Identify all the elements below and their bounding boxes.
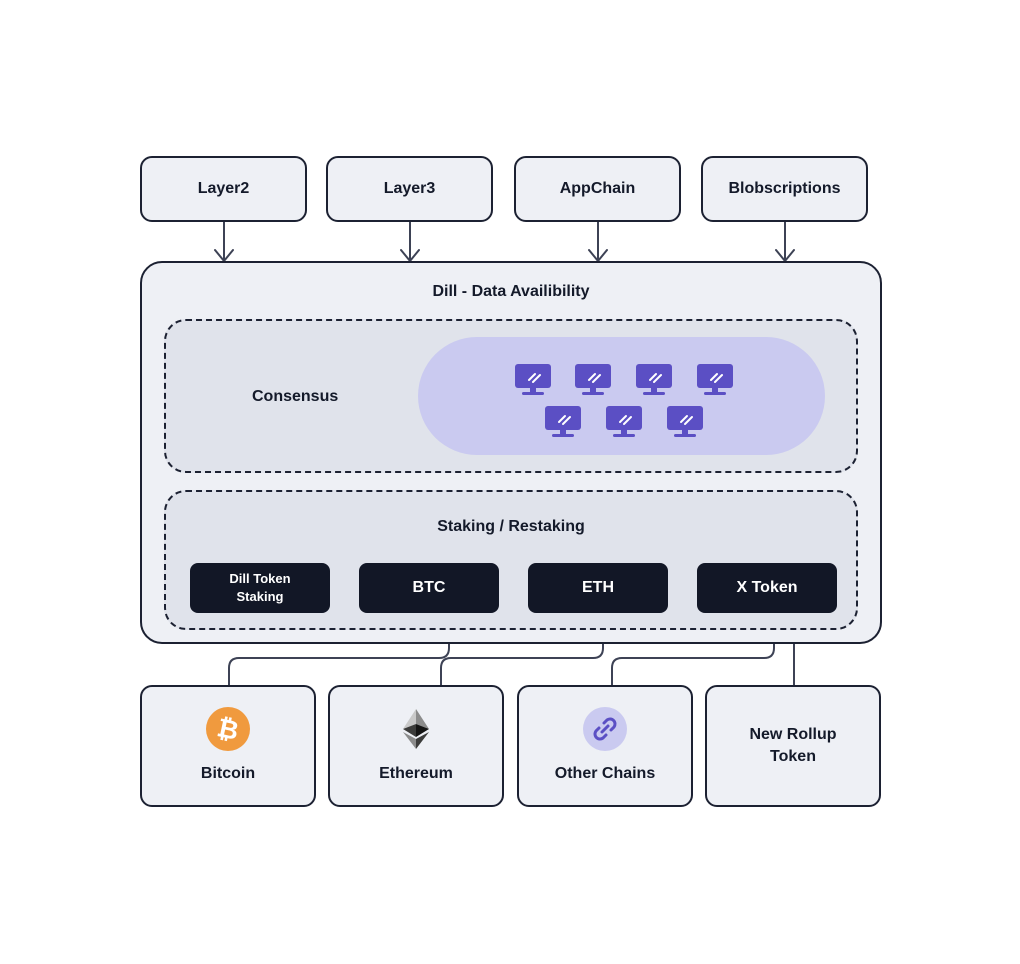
ethereum-box: Ethereum bbox=[328, 685, 504, 807]
token-eth-label: ETH bbox=[582, 579, 614, 596]
node-cluster bbox=[418, 337, 825, 455]
token-x-label: X Token bbox=[736, 579, 798, 596]
staking-title: Staking / Restaking bbox=[437, 518, 585, 535]
ethereum-icon bbox=[394, 707, 438, 751]
new-rollup-token-label: New Rollup Token bbox=[749, 726, 837, 765]
appchain-box: AppChain bbox=[514, 156, 681, 222]
monitor-icon bbox=[696, 363, 734, 397]
monitor-icon bbox=[635, 363, 673, 397]
consensus-label: Consensus bbox=[252, 388, 339, 405]
token-dill-staking-label: Dill Token Staking bbox=[229, 571, 291, 604]
layer3-box: Layer3 bbox=[326, 156, 493, 222]
token-btc: BTC bbox=[359, 563, 499, 613]
monitor-icon bbox=[574, 363, 612, 397]
layer2-box: Layer2 bbox=[140, 156, 307, 222]
bitcoin-icon: ₿ bbox=[206, 707, 250, 751]
token-eth: ETH bbox=[528, 563, 668, 613]
blobscriptions-box: Blobscriptions bbox=[701, 156, 868, 222]
arrow-layer2 bbox=[214, 221, 234, 262]
dill-da-panel: Dill - Data Availibility Consensus Staki… bbox=[140, 261, 882, 644]
token-dill-staking: Dill Token Staking bbox=[190, 563, 330, 613]
layer3-label: Layer3 bbox=[383, 180, 436, 197]
blobscriptions-label: Blobscriptions bbox=[728, 180, 841, 197]
other-chains-box: Other Chains bbox=[517, 685, 693, 807]
monitor-icon bbox=[605, 405, 643, 439]
monitor-icon bbox=[666, 405, 704, 439]
staking-section: Staking / Restaking Dill Token Staking B… bbox=[164, 490, 858, 630]
link-icon bbox=[583, 707, 627, 751]
token-x: X Token bbox=[697, 563, 837, 613]
token-btc-label: BTC bbox=[412, 579, 446, 596]
other-chains-label: Other Chains bbox=[554, 765, 656, 782]
bitcoin-box: ₿ Bitcoin bbox=[140, 685, 316, 807]
new-rollup-token-box: New Rollup Token bbox=[705, 685, 881, 807]
layer2-label: Layer2 bbox=[197, 180, 250, 197]
arrow-blobscriptions bbox=[775, 221, 795, 262]
arrow-layer3 bbox=[400, 221, 420, 262]
monitor-icon bbox=[544, 405, 582, 439]
monitor-icon bbox=[514, 363, 552, 397]
bitcoin-label: Bitcoin bbox=[200, 765, 256, 782]
arrow-appchain bbox=[588, 221, 608, 262]
ethereum-label: Ethereum bbox=[379, 765, 453, 782]
panel-title: Dill - Data Availibility bbox=[432, 283, 590, 300]
appchain-label: AppChain bbox=[559, 180, 636, 197]
consensus-section: Consensus bbox=[164, 319, 858, 473]
